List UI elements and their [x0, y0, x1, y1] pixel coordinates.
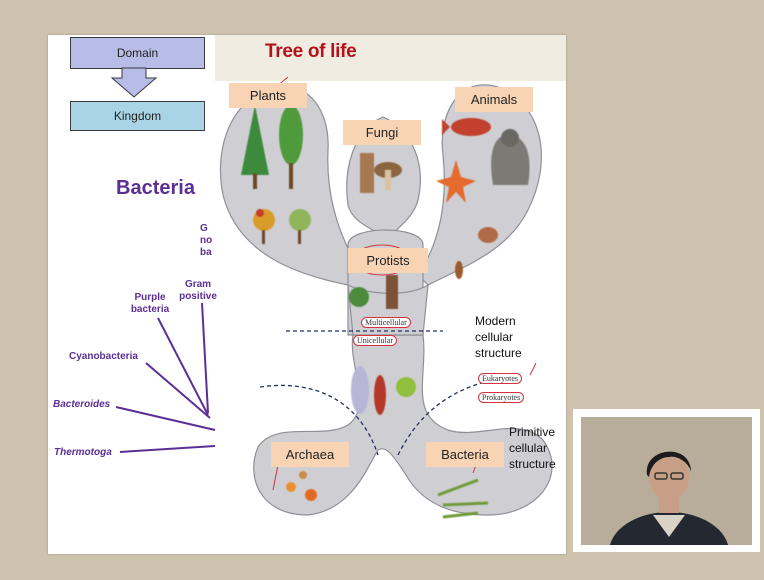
- unicellular-tag: Unicellular: [353, 335, 397, 346]
- multicellular-tag: Multicellular: [361, 317, 411, 328]
- eukaryotes-tag: Eukaryotes: [478, 373, 522, 384]
- label-fungi: Fungi: [343, 120, 421, 145]
- prokaryotes-tag: Prokaryotes: [478, 392, 524, 403]
- label-archaea: Archaea: [271, 442, 349, 467]
- label-plants: Plants: [229, 83, 307, 108]
- presenter-video: [573, 409, 760, 552]
- tree-of-life-diagram: [48, 35, 566, 554]
- presenter-video-feed: [581, 417, 752, 545]
- modern-structure-label: Modern cellular structure: [475, 313, 547, 361]
- presenter-figure: [581, 417, 752, 545]
- label-bacteria: Bacteria: [426, 442, 504, 467]
- presentation-slide: Tree of life Domain Kingdom Bacteria The…: [48, 35, 566, 554]
- label-animals: Animals: [455, 87, 533, 112]
- primitive-structure-label: Primitive cellular structure: [509, 424, 566, 472]
- label-protists: Protists: [348, 248, 428, 273]
